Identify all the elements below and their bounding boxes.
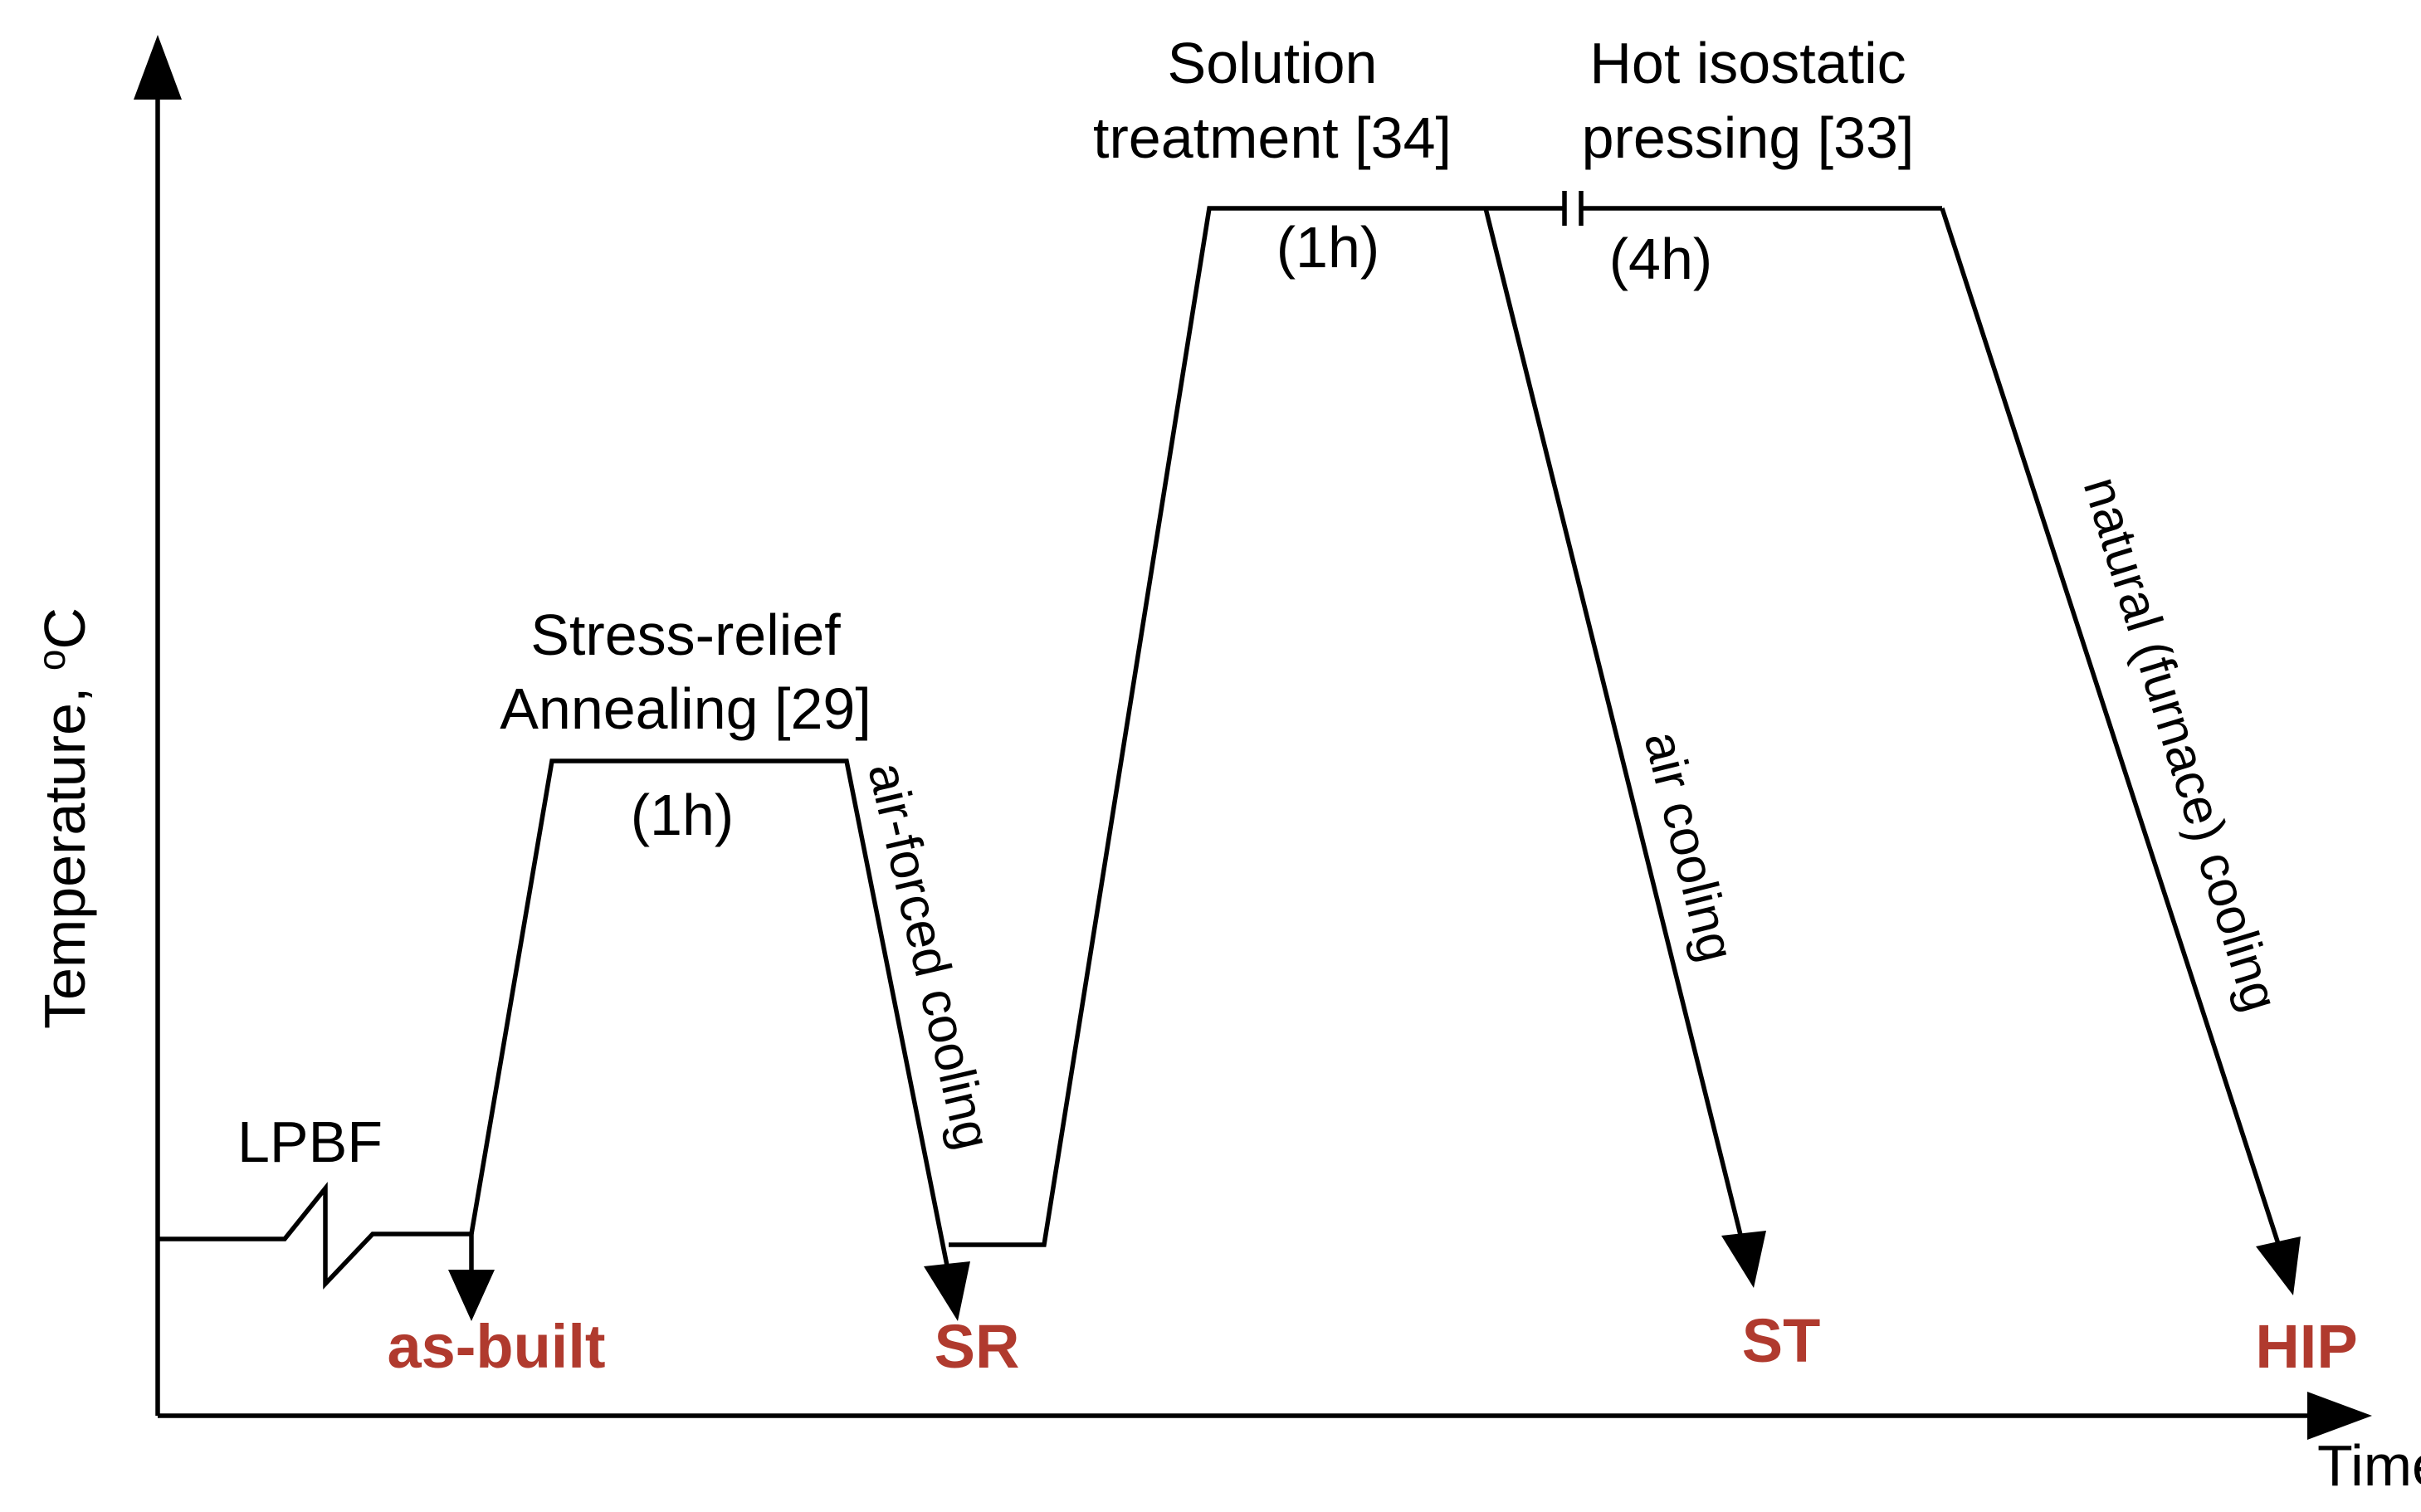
stress-relief-duration: (1h) [631, 783, 734, 847]
as-built-arrowhead [448, 1270, 495, 1321]
solution-hip-profile [949, 206, 1564, 1247]
hip-duration: (4h) [1609, 227, 1712, 291]
solution-title-line2: treatment [34] [1093, 105, 1452, 170]
hip-title-line1: Hot isostatic [1589, 31, 1906, 95]
air-forced-cooling-label: air-forced cooling [857, 758, 1001, 1155]
stress-relief-profile [469, 758, 951, 1275]
hip-arrowhead [2256, 1236, 2301, 1295]
y-axis-label: Temperature, oC [30, 607, 97, 1029]
state-label-sr: SR [935, 1312, 1020, 1381]
hip-title-line2: pressing [33] [1582, 105, 1915, 170]
state-label-as-built: as-built [387, 1312, 605, 1381]
lpbf-label: LPBF [237, 1110, 383, 1174]
air-cooling-label: air cooling [1633, 726, 1745, 968]
state-label-hip: HIP [2255, 1312, 2357, 1381]
solution-title-line1: Solution [1168, 31, 1378, 95]
y-axis-arrowhead [134, 35, 182, 100]
state-label-st: ST [1742, 1306, 1821, 1375]
air-cooling-line [1483, 207, 1745, 1246]
x-axis-label: Time [2317, 1433, 2421, 1498]
furnace-cooling-line [1940, 207, 2282, 1250]
solution-duration: (1h) [1276, 215, 1379, 280]
st-arrowhead [1721, 1231, 1766, 1288]
lpbf-process-line [158, 1182, 474, 1290]
stress-relief-title-line1: Stress-relief [530, 602, 841, 667]
stress-relief-title-line2: Annealing [29] [500, 676, 871, 741]
sr-arrowhead [924, 1261, 970, 1321]
x-axis-arrowhead [2307, 1392, 2372, 1440]
